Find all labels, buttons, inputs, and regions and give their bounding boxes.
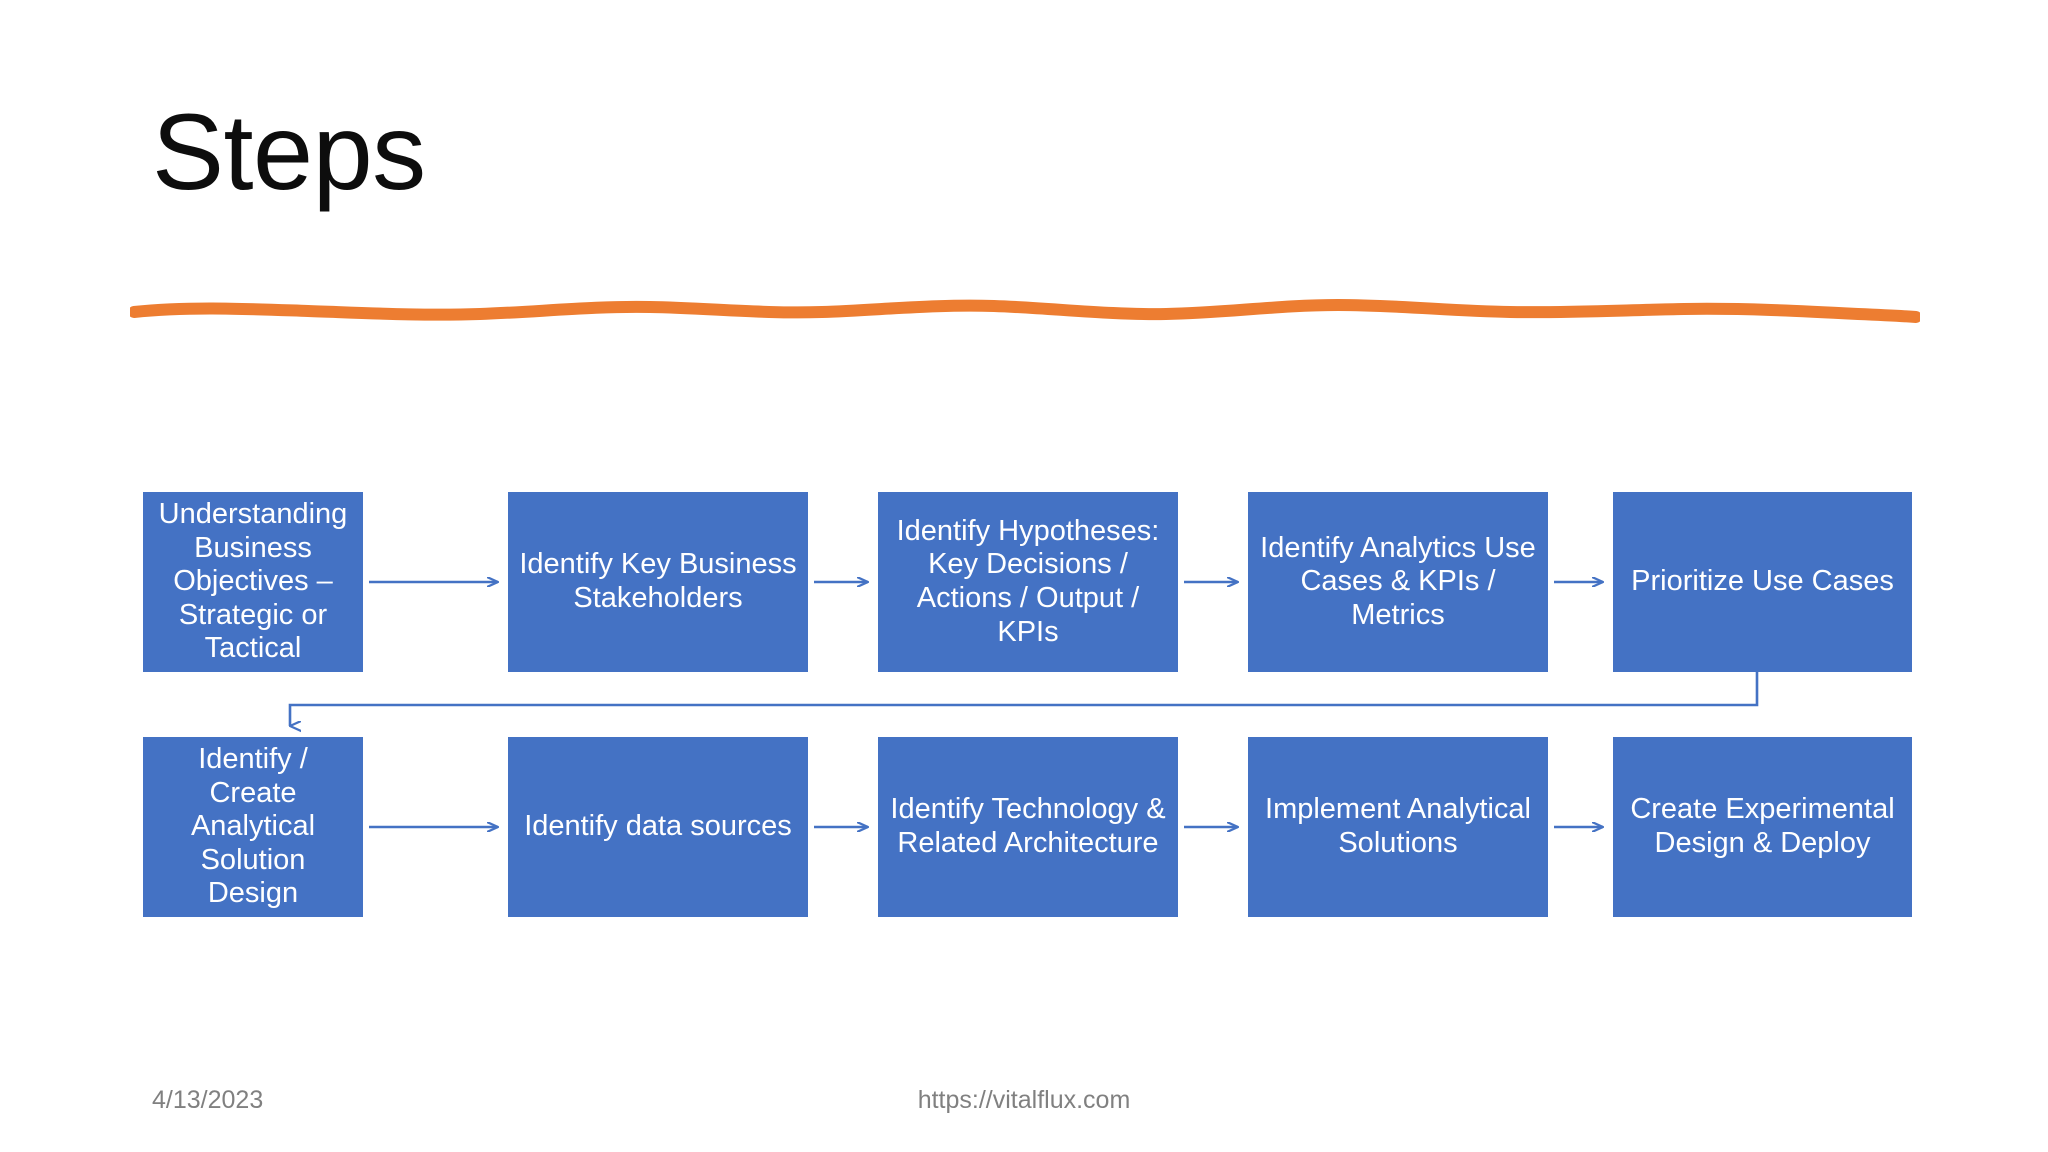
- flow-node-label: Prioritize Use Cases: [1631, 565, 1894, 598]
- flow-node-label: Identify Key Business Stakeholders: [519, 548, 797, 614]
- flow-node-identify-create-analytical-solution-design[interactable]: Identify / Create Analytical Solution De…: [143, 737, 363, 917]
- flow-node-identify-key-business-stakeholders[interactable]: Identify Key Business Stakeholders: [508, 492, 808, 672]
- flow-node-label: Create Experimental Design & Deploy: [1630, 793, 1895, 859]
- flow-node-label: Identify Analytics Use Cases & KPIs / Me…: [1260, 531, 1536, 631]
- flow-node-label: Identify / Create Analytical Solution De…: [190, 742, 316, 910]
- flow-node-identify-data-sources[interactable]: Identify data sources: [508, 737, 808, 917]
- flow-node-identify-analytics-use-cases[interactable]: Identify Analytics Use Cases & KPIs / Me…: [1248, 492, 1548, 672]
- flow-node-label: Identify Hypotheses: Key Decisions / Act…: [896, 514, 1160, 648]
- footer-date: 4/13/2023: [152, 1086, 264, 1114]
- flow-node-implement-analytical-solutions[interactable]: Implement Analytical Solutions: [1248, 737, 1548, 917]
- flow-node-label: Implement Analytical Solutions: [1265, 793, 1531, 859]
- flow-node-label: Understanding Business Objectives – Stra…: [158, 497, 348, 665]
- flow-node-understanding-business-objectives[interactable]: Understanding Business Objectives – Stra…: [143, 492, 363, 672]
- flow-node-identify-technology-architecture[interactable]: Identify Technology & Related Architectu…: [878, 737, 1178, 917]
- orange-wavy-divider: [130, 290, 1920, 332]
- flow-node-label: Identify Technology & Related Architectu…: [890, 793, 1166, 859]
- flow-node-create-experimental-design-deploy[interactable]: Create Experimental Design & Deploy: [1613, 737, 1912, 917]
- footer-url: https://vitalflux.com: [917, 1086, 1131, 1114]
- page-title: Steps: [152, 91, 426, 212]
- flow-node-identify-hypotheses[interactable]: Identify Hypotheses: Key Decisions / Act…: [878, 492, 1178, 672]
- flow-node-prioritize-use-cases[interactable]: Prioritize Use Cases: [1613, 492, 1912, 672]
- flow-node-label: Identify data sources: [524, 810, 792, 843]
